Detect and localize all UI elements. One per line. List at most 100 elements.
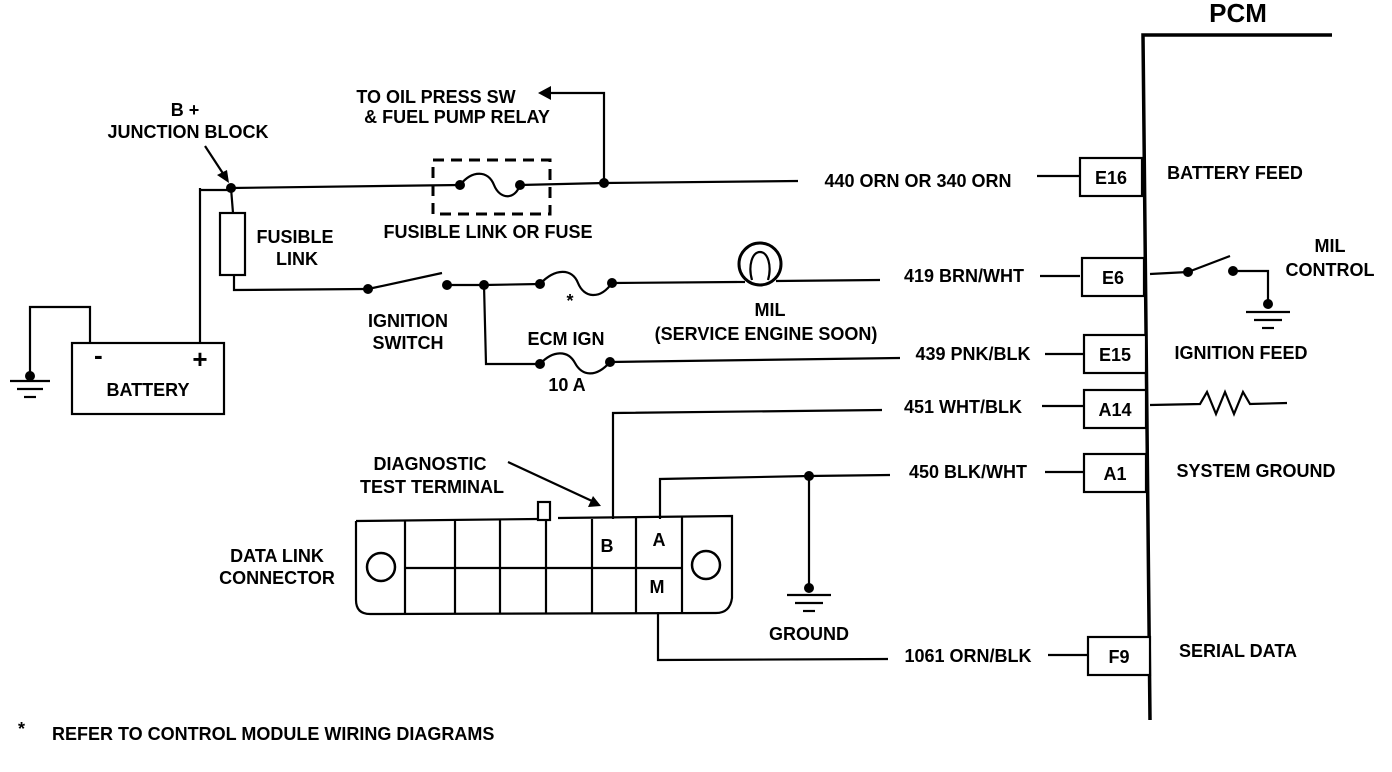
f9-wire xyxy=(656,612,889,662)
wire-label-f9: 1061 ORN/BLK xyxy=(904,646,1031,666)
pcm-module: PCM xyxy=(1141,0,1332,721)
pcm-outline xyxy=(1141,33,1332,721)
fusible-link-label-line2: LINK xyxy=(276,249,318,269)
wire-label-e15: 439 PNK/BLK xyxy=(915,344,1030,364)
mil-control: MIL CONTROL xyxy=(1149,236,1375,330)
ignition-switch: IGNITION SWITCH xyxy=(363,271,452,353)
diag-label-line1: DIAGNOSTIC xyxy=(373,454,486,474)
pcm-pin-a1: A1 SYSTEM GROUND xyxy=(1082,452,1336,494)
dlc-shell xyxy=(354,514,734,616)
pin-e16-function: BATTERY FEED xyxy=(1167,163,1303,183)
feed-fuse-symbol xyxy=(459,172,522,198)
junction-pointer-arrow xyxy=(204,145,225,176)
fusible-link-element xyxy=(218,211,247,277)
dlc-terminal-b: B xyxy=(601,536,614,556)
ignition-switch-label-line1: IGNITION xyxy=(368,311,448,331)
oil-press-label-line1: TO OIL PRESS SW xyxy=(356,87,515,107)
diag-pointer-arrow xyxy=(507,461,593,502)
mil-fuse-asterisk: * xyxy=(566,291,573,311)
pin-f9-function: SERIAL DATA xyxy=(1179,641,1297,661)
pcm-pin-e16: E16 BATTERY FEED xyxy=(1078,156,1303,198)
battery-negative-label: - xyxy=(94,340,103,370)
dlc-terminal-m: M xyxy=(650,577,665,597)
wire-label-e6: 419 BRN/WHT xyxy=(904,266,1024,286)
oil-press-label-line2: & FUEL PUMP RELAY xyxy=(364,107,550,127)
system-ground-symbol xyxy=(787,593,831,613)
fusible-link: FUSIBLE LINK xyxy=(218,187,367,292)
feed-wire-right xyxy=(519,179,799,187)
f9-circuit: 1061 ORN/BLK xyxy=(656,612,1088,666)
battery-ground-symbol xyxy=(10,379,50,399)
mil-control-ground-symbol xyxy=(1246,310,1290,330)
pin-e6-label: E6 xyxy=(1102,268,1124,288)
ignition-switch-label-line2: SWITCH xyxy=(373,333,444,353)
pcm-title: PCM xyxy=(1209,0,1267,28)
pcm-pin-a14: A14 xyxy=(1082,388,1148,430)
junction-arrowhead xyxy=(217,170,229,183)
diag-arrowhead xyxy=(588,496,601,507)
mil-control-label-line2: CONTROL xyxy=(1286,260,1375,280)
oil-press-arrowhead xyxy=(538,86,551,100)
junction-label-line2: JUNCTION BLOCK xyxy=(108,122,269,142)
feed-wire-left xyxy=(230,183,461,190)
pin-a1-function: SYSTEM GROUND xyxy=(1176,461,1335,481)
mil-lamp xyxy=(737,241,881,287)
dlc-terminal-a: A xyxy=(653,530,666,550)
ecm-ign-wire xyxy=(482,284,540,366)
pin-f9-label: F9 xyxy=(1108,647,1129,667)
ignition-bus: * MIL (SERVICE ENGINE SOON) 419 BRN/WHT … xyxy=(447,241,1084,395)
diag-label-line2: TEST TERMINAL xyxy=(360,477,504,497)
pcm-pin-f9: F9 SERIAL DATA xyxy=(1086,635,1297,677)
wire-label-a14: 451 WHT/BLK xyxy=(904,397,1022,417)
mil-description: (SERVICE ENGINE SOON) xyxy=(655,324,878,344)
battery-ground-node xyxy=(25,371,35,381)
ecm-ign-fuse-rating: 10 A xyxy=(548,375,585,395)
pin-e16-label: E16 xyxy=(1095,168,1127,188)
battery: - + BATTERY xyxy=(10,188,226,416)
pin-a1-label: A1 xyxy=(1103,464,1126,484)
fusible-link-label-line1: FUSIBLE xyxy=(256,227,333,247)
a14-circuit: 451 WHT/BLK xyxy=(611,389,1288,519)
a14-resistor xyxy=(1149,389,1288,417)
dlc-label-line1: DATA LINK xyxy=(230,546,324,566)
dlc-mount-hole-left xyxy=(365,551,397,583)
ignition-switch-blade xyxy=(367,271,443,291)
fusible-link-or-fuse-label: FUSIBLE LINK OR FUSE xyxy=(383,222,592,242)
a14-wire xyxy=(611,408,883,519)
wire-label-a1: 450 BLK/WHT xyxy=(909,462,1027,482)
pin-a14-label: A14 xyxy=(1098,400,1131,420)
footnote-text: REFER TO CONTROL MODULE WIRING DIAGRAMS xyxy=(52,724,494,744)
battery-box xyxy=(70,341,226,416)
fusible-link-or-fuse-box xyxy=(431,158,552,216)
oil-press-wire xyxy=(548,91,606,183)
data-link-connector: B A M DATA LINK CONNECTOR xyxy=(219,500,734,616)
pin-e15-label: E15 xyxy=(1099,345,1131,365)
pcm-pin-e6: E6 xyxy=(1080,256,1146,298)
dlc-label-line2: CONNECTOR xyxy=(219,568,335,588)
wire-label-e16: 440 ORN OR 340 ORN xyxy=(824,171,1011,191)
diagnostic-test-terminal-callout: DIAGNOSTIC TEST TERMINAL xyxy=(360,454,601,507)
battery-positive-label: + xyxy=(192,344,207,374)
ecm-ign-label: ECM IGN xyxy=(527,329,604,349)
battery-label: BATTERY xyxy=(107,380,190,400)
fusible-link-to-ignition-wire xyxy=(232,275,367,292)
mil-control-switch-blade xyxy=(1187,254,1231,274)
ecm-ign-fuse-symbol xyxy=(539,352,611,375)
a1-wire xyxy=(658,473,891,519)
a1-circuit: GROUND 450 BLK/WHT xyxy=(658,462,1084,644)
dlc-mount-hole-right xyxy=(690,549,722,581)
battery-negative-wire xyxy=(28,305,92,376)
footnote-mark: * xyxy=(18,719,25,739)
junction-block: B + JUNCTION BLOCK xyxy=(108,100,269,193)
junction-label-line1: B + xyxy=(171,100,200,120)
dlc-key-tab xyxy=(536,500,552,522)
ground-label: GROUND xyxy=(769,624,849,644)
footnote: * REFER TO CONTROL MODULE WIRING DIAGRAM… xyxy=(18,719,494,744)
mil-fuse-symbol xyxy=(539,270,613,297)
battery-feed-circuit: TO OIL PRESS SW & FUEL PUMP RELAY FUSIBL… xyxy=(230,86,1080,242)
mil-control-label-line1: MIL xyxy=(1315,236,1346,256)
mil-label: MIL xyxy=(755,300,786,320)
pcm-pin-e15: E15 IGNITION FEED xyxy=(1082,333,1308,375)
